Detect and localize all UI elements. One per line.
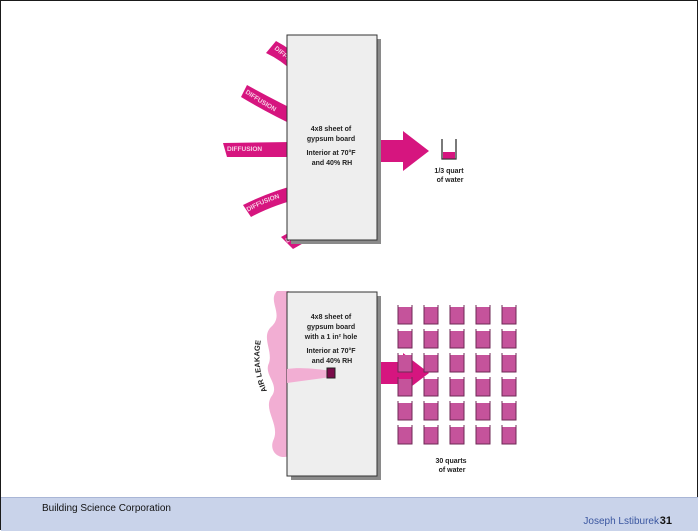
- water-jar: [501, 329, 517, 349]
- water-jar: [501, 401, 517, 421]
- water-jar: [449, 401, 465, 421]
- water-jar: [423, 329, 439, 349]
- water-jar: [423, 401, 439, 421]
- water-jar: [423, 425, 439, 445]
- water-jar: [475, 401, 491, 421]
- water-jar: [397, 401, 413, 421]
- air-leakage-label: AIR LEAKAGE: [252, 339, 268, 393]
- page-number: 31: [659, 515, 672, 527]
- water-jar: [449, 377, 465, 397]
- author-name: Joseph Lstiburek: [583, 516, 659, 527]
- water-jar: [397, 353, 413, 373]
- water-jar: [475, 305, 491, 325]
- water-jar: [475, 425, 491, 445]
- top-panel: DIFFUSION DIFFUSION DIFFUSION DIFFUSION …: [223, 34, 465, 249]
- water-jar: [423, 353, 439, 373]
- air-leakage-flow: [287, 368, 331, 383]
- water-jar: [475, 377, 491, 397]
- slide-footer: Building Science Corporation Joseph Lsti…: [1, 497, 698, 531]
- gypsum-board-top: [286, 34, 378, 241]
- water-jar: [397, 425, 413, 445]
- water-jar: [475, 329, 491, 349]
- water-jar: [449, 425, 465, 445]
- water-jar: [397, 377, 413, 397]
- board-hole: [326, 367, 336, 379]
- water-jar: [501, 425, 517, 445]
- water-jar: [449, 329, 465, 349]
- water-jar: [397, 329, 413, 349]
- diffusion-band: [223, 142, 295, 157]
- water-jar: [501, 353, 517, 373]
- water-jar: [397, 305, 413, 325]
- water-jar-top: [441, 139, 457, 160]
- water-jar: [501, 377, 517, 397]
- water-jar-grid: [397, 305, 517, 445]
- water-jar: [475, 353, 491, 373]
- board-description-bottom: 4x8 sheet of gypsum board with a 1 in² h…: [304, 314, 359, 365]
- gypsum-board-bottom: [286, 291, 378, 477]
- flow-arrow-bottom: [381, 353, 429, 393]
- diffusion-label: DIFFUSION: [227, 146, 262, 153]
- moisture-transport-diagram: DIFFUSION DIFFUSION DIFFUSION DIFFUSION …: [223, 34, 517, 480]
- water-jar: [449, 305, 465, 325]
- water-jar: [501, 305, 517, 325]
- result-caption-top: 1/3 quart of water: [434, 168, 465, 184]
- organization-name: Building Science Corporation: [42, 503, 171, 514]
- flow-arrow-top: [381, 131, 429, 171]
- board-description-top: 4x8 sheet of gypsum board Interior at 70…: [306, 126, 357, 167]
- bottom-panel: AIR LEAKAGE 4x8 sheet of gypsum board wi…: [252, 291, 517, 480]
- result-caption-bottom: 30 quarts of water: [435, 458, 468, 474]
- water-jar: [423, 377, 439, 397]
- water-jar: [423, 305, 439, 325]
- water-jar: [449, 353, 465, 373]
